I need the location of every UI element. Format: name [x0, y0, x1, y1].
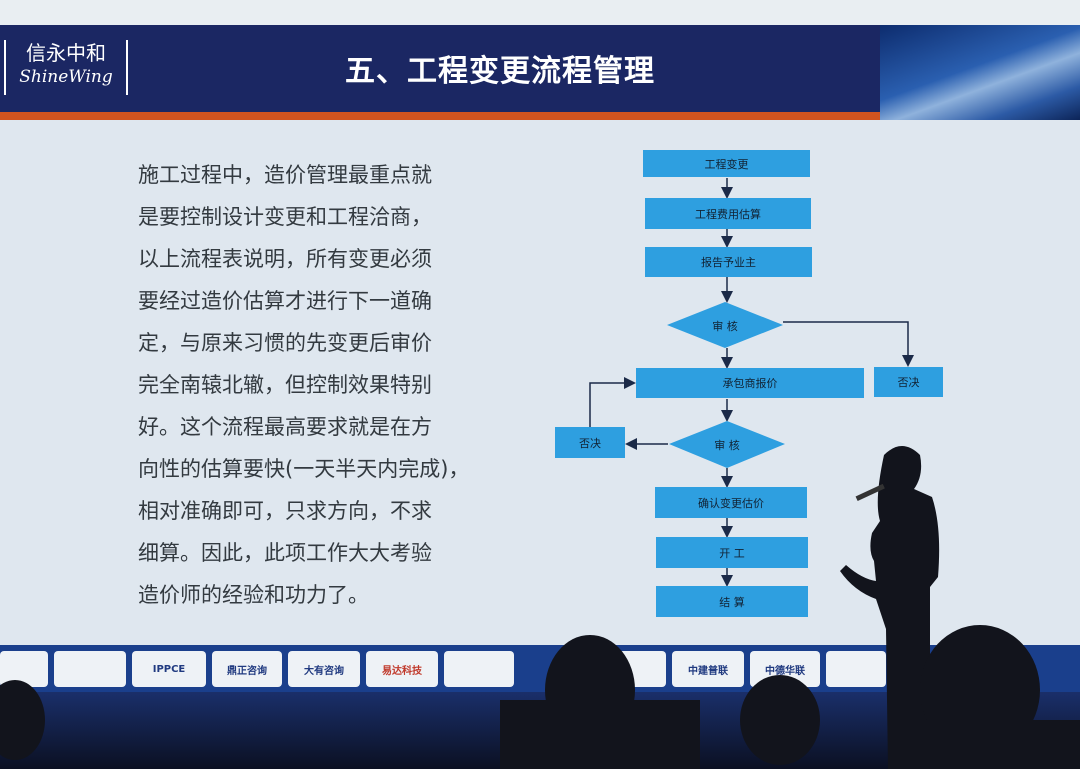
logo-cn: 信永中和	[26, 41, 106, 65]
body-line: 造价师的经验和功力了。	[138, 583, 369, 607]
body-line: 要经过造价估算才进行下一道确	[138, 289, 432, 313]
sponsor-logo: 中建普联	[672, 651, 744, 687]
body-line: 完全南辕北辙，但控制效果特别	[138, 373, 432, 397]
body-line: 细算。因此，此项工作大大考验	[138, 541, 432, 565]
slide-header	[0, 25, 880, 113]
body-paragraph: 施工过程中，造价管理最重点就 是要控制设计变更和工程洽商， 以上流程表说明，所有…	[138, 154, 518, 616]
microphone	[855, 483, 885, 502]
flow-step-change: 工程变更	[643, 150, 810, 177]
sponsor-logo: 大有咨询	[288, 651, 360, 687]
body-line: 好。这个流程最高要求就是在方	[138, 415, 432, 439]
sponsor-logo: IPPCE	[132, 651, 206, 687]
flow-step-settle: 结 算	[656, 586, 808, 617]
body-line: 是要控制设计变更和工程洽商，	[138, 205, 432, 229]
sponsor-logo	[444, 651, 514, 687]
audience-head	[0, 680, 45, 760]
arrow	[589, 377, 636, 427]
review-label-1: 审 核	[712, 320, 738, 333]
review-label-2: 审 核	[714, 439, 740, 452]
body-line: 向性的估算要快(一天半天内完成)，	[138, 457, 470, 481]
sponsor-logo	[54, 651, 126, 687]
flow-step-estimate: 工程费用估算	[645, 198, 811, 229]
body-line: 以上流程表说明，所有变更必须	[138, 247, 432, 271]
sponsor-logo	[826, 651, 886, 687]
review-diamond-2	[669, 421, 785, 468]
audience-body	[500, 700, 700, 769]
flow-reject-right: 否决	[874, 367, 943, 397]
sponsor-logo: 易达科技	[366, 651, 438, 687]
sponsor-logo: 鼎正咨询	[212, 651, 282, 687]
body-line: 施工过程中，造价管理最重点就	[138, 163, 432, 187]
audience-body	[900, 720, 1080, 769]
speaker-silhouette	[840, 446, 940, 769]
sky-image	[880, 25, 1080, 120]
slide-title: 五、工程变更流程管理	[345, 54, 655, 89]
header-accent-line	[0, 112, 880, 120]
flow-step-report: 报告予业主	[645, 247, 812, 277]
audience-head	[740, 675, 820, 765]
sponsor-logo	[0, 651, 48, 687]
body-line: 相对准确即可，只求方向，不求	[138, 499, 432, 523]
flow-step-confirm: 确认变更估价	[655, 487, 807, 518]
body-line: 定，与原来习惯的先变更后审价	[138, 331, 432, 355]
shinewing-logo: 信永中和 ShineWing	[4, 40, 128, 95]
ceiling-strip	[0, 0, 1080, 25]
logo-en: ShineWing	[19, 67, 113, 87]
review-diamond-1	[667, 302, 783, 348]
arrow	[783, 321, 914, 367]
flow-step-start: 开 工	[656, 537, 808, 568]
flow-step-contractor-quote: 承包商报价	[636, 368, 864, 398]
flow-reject-left: 否决	[555, 427, 625, 458]
